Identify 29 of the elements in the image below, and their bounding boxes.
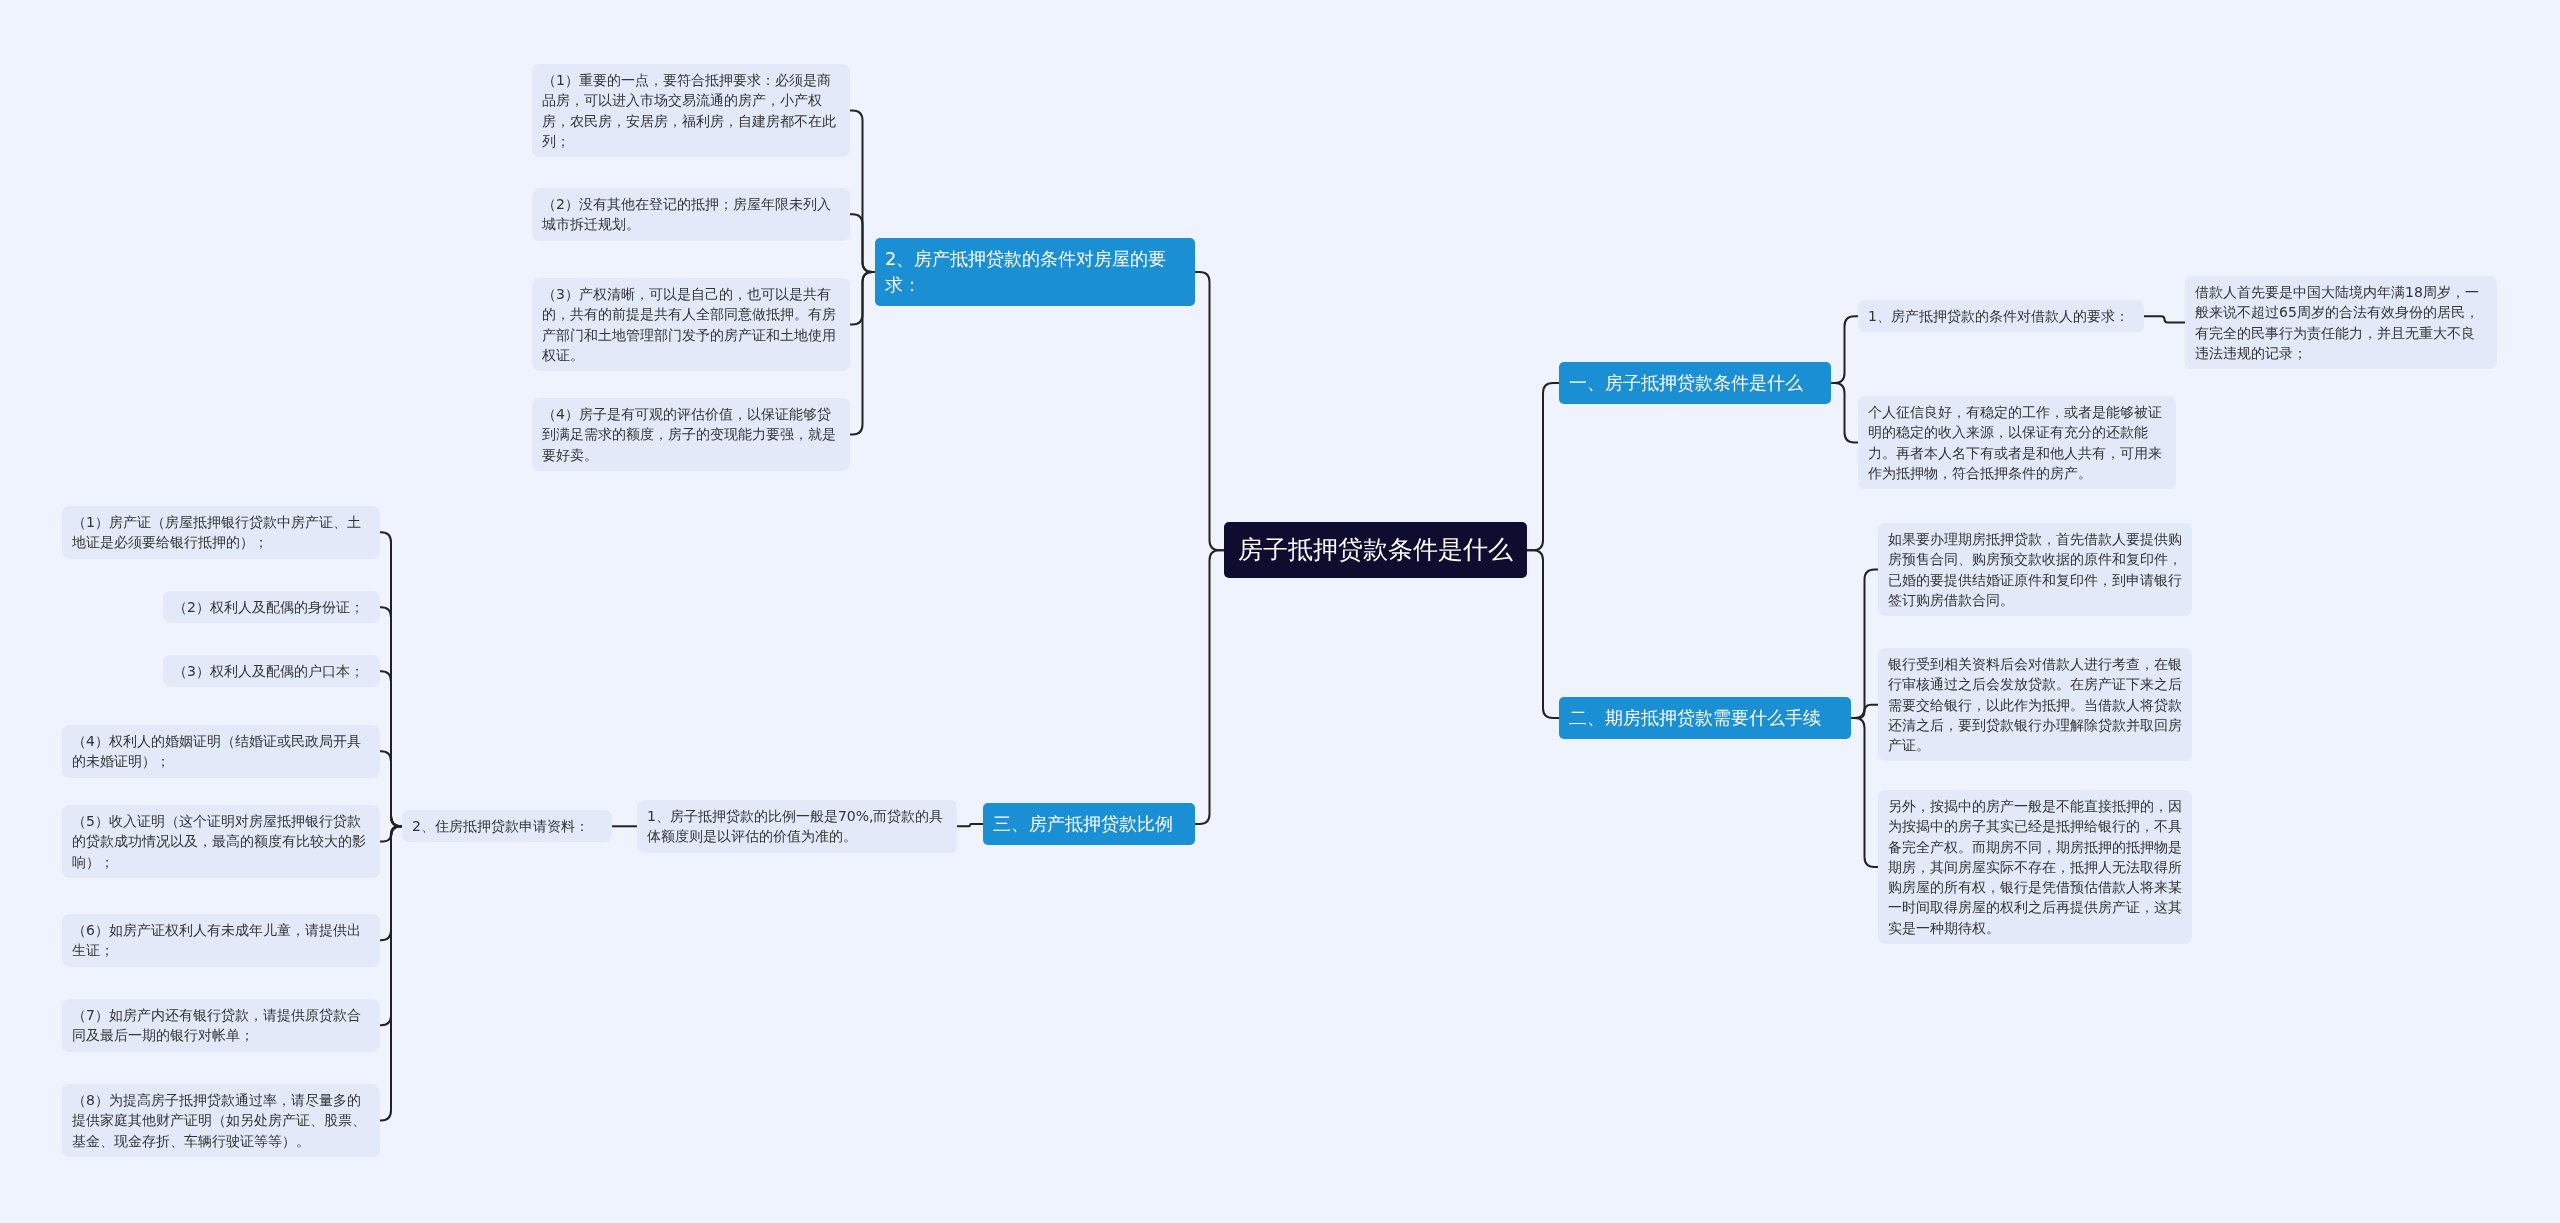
note-box: （3）产权清晰，可以是自己的，也可以是共有的，共有的前提是共有人全部同意做抵押。有房产部门和土地管理部门发予的房产证和土地使用权证。: [532, 278, 850, 372]
connector-line: [611, 825, 638, 828]
note-box: 1、房子抵押贷款的比例一般是70%,而贷款的具体额度则是以评估的价值为准的。: [637, 800, 957, 853]
note-box: （8）为提高房子抵押贷款通过率，请尽量多的提供家庭其他财产证明（如另处房产证、股票、基金、现金存折、车辆行驶证等等）。: [62, 1084, 380, 1157]
connector-line: [956, 823, 984, 828]
note-box: 个人征信良好，有稳定的工作，或者是能够被证明的稳定的收入来源，以保证有充分的还款能力。再者本人名下有或者是和他人共有，可用来作为抵押物，符合抵押条件的房产。: [1858, 396, 2176, 490]
note-box: （5）收入证明（这个证明对房屋抵押银行贷款的贷款成功情况以及，最高的额度有比较大的影响）；: [62, 805, 380, 878]
note-box: （7）如房产内还有银行贷款，请提供原贷款合同及最后一期的银行对帐单；: [62, 999, 380, 1052]
note-box: 另外，按揭中的房产一般是不能直接抵押的，因为按揭中的房子其实已经是抵押给银行的，不具备完全产权。而期房不同，期房抵押的抵押物是期房，其间房屋实际不存在，抵押人无法取得所购房屋的所有权，银行是凭借预估借款人将来某一时间取得房屋的权利之后再提供房产证，这其实是一种期待权。: [1878, 790, 2192, 945]
note-box: 银行受到相关资料后会对借款人进行考查，在银行审核通过之后会发放贷款。在房产证下来之后需要交给银行，以此作为抵押。当借款人将贷款还清之后，要到贷款银行办理解除贷款并取回房产证。: [1878, 648, 2192, 762]
branch-topic: 二、期房抵押贷款需要什么手续: [1559, 697, 1851, 740]
note-box: （2）没有其他在登记的抵押；房屋年限未列入城市拆迁规划。: [532, 188, 850, 241]
connector-line: [379, 825, 403, 1122]
connector-line: [2143, 315, 2186, 324]
note-box: 借款人首先要是中国大陆境内年满18周岁，一般来说不超过65周岁的合法有效身份的居民，有完全的民事行为责任能力，并且无重大不良违法违规的记录；: [2185, 276, 2497, 370]
note-box: （6）如房产证权利人有未成年儿童，请提供出生证；: [62, 914, 380, 967]
branch-topic: 一、房子抵押贷款条件是什么: [1559, 362, 1831, 405]
note-box: （3）权利人及配偶的户口本；: [163, 655, 380, 688]
central-topic: 房子抵押贷款条件是什么: [1224, 522, 1527, 579]
note-box: 1、房产抵押贷款的条件对借款人的要求：: [1858, 300, 2144, 333]
note-box: （2）权利人及配偶的身份证；: [163, 591, 380, 624]
note-box: （1）房产证（房屋抵押银行贷款中房产证、土地证是必须要给银行抵押的）；: [62, 506, 380, 559]
note-box: （4）权利人的婚姻证明（结婚证或民政局开具的未婚证明）；: [62, 725, 380, 778]
branch-topic: 三、房产抵押贷款比例: [983, 803, 1195, 846]
note-box: （1）重要的一点，要符合抵押要求：必须是商品房，可以进入市场交易流通的房产，小产权房，农民房，安居房，福利房，自建房都不在此列；: [532, 64, 850, 158]
note-box: （4）房子是有可观的评估价值，以保证能够贷到满足需求的额度，房子的变现能力要强，就是要好卖。: [532, 398, 850, 471]
branch-topic: 2、房产抵押贷款的条件对房屋的要求：: [875, 238, 1195, 307]
note-box: 2、住房抵押贷款申请资料：: [402, 810, 612, 843]
note-box: 如果要办理期房抵押贷款，首先借款人要提供购房预售合同、购房预交款收据的原件和复印件，已婚的要提供结婚证原件和复印件，到申请银行签订购房借款合同。: [1878, 523, 2192, 617]
